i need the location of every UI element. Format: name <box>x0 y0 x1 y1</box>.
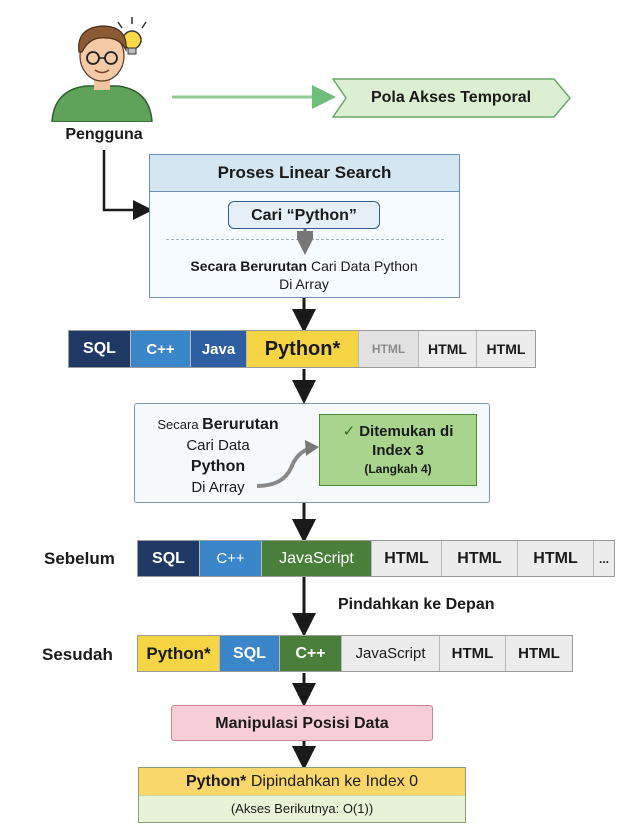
array-cell-ellipsis: ... <box>594 541 614 576</box>
search-description: Secara Berurutan Cari Data Python Di Arr… <box>150 257 458 293</box>
array-cell: SQL <box>220 636 280 671</box>
result-title: Python* Dipindahkan ke Index 0 <box>139 768 465 795</box>
found-result-line1: Ditemukan di <box>359 423 454 440</box>
array-cell: C++ <box>200 541 262 576</box>
curved-arrow-icon <box>256 440 319 488</box>
search-description-bold: Secara Berurutan <box>190 258 308 274</box>
result-panel: Python* Dipindahkan ke Index 0 (Akses Be… <box>138 767 466 823</box>
manipulation-box: Manipulasi Posisi Data <box>171 705 433 741</box>
search-query-box: Cari “Python” <box>228 201 380 229</box>
array-cell: Java <box>191 331 247 367</box>
temporal-pattern-banner: Pola Akses Temporal <box>332 78 572 118</box>
search-description-line2: Di Array <box>279 276 329 292</box>
check-icon: ✓ <box>342 423 356 440</box>
user-to-search-connector <box>102 150 153 220</box>
array-cell: HTML <box>477 331 535 367</box>
user-avatar <box>46 16 158 123</box>
found-desc-line2: Cari Data <box>186 437 250 454</box>
array-cell: HTML <box>372 541 442 576</box>
array-before: SQL C++ JavaScript HTML HTML HTML ... <box>137 540 615 577</box>
after-label: Sesudah <box>42 645 113 664</box>
found-desc-line4: Di Array <box>191 479 245 496</box>
array-cell: HTML <box>442 541 518 576</box>
found-desc-line3: Python <box>190 458 246 475</box>
array-cell: HTML <box>440 636 506 671</box>
temporal-pattern-label: Pola Akses Temporal <box>370 89 532 106</box>
array-cell: SQL <box>69 331 131 367</box>
array-cell: JavaScript <box>342 636 440 671</box>
search-description-rest: Cari Data Python <box>307 258 418 274</box>
array-cell: HTML <box>359 331 419 367</box>
linear-search-title: Proses Linear Search <box>150 155 459 192</box>
array-cell: C++ <box>131 331 191 367</box>
result-title-rest: Dipindahkan ke Index 0 <box>246 773 419 790</box>
array-after: Python* SQL C++ JavaScript HTML HTML <box>137 635 573 672</box>
array-cell: HTML <box>419 331 477 367</box>
array-cell: C++ <box>280 636 342 671</box>
found-panel: Secara Berurutan Cari Data Python Di Arr… <box>134 403 490 503</box>
array-cell: JavaScript <box>262 541 372 576</box>
before-label: Sebelum <box>44 549 115 568</box>
result-subtitle: (Akses Berikutnya: O(1)) <box>139 795 465 822</box>
down-arrow-icon <box>297 229 313 255</box>
move-to-front-label: Pindahkan ke Depan <box>338 596 495 613</box>
array-cell: HTML <box>518 541 594 576</box>
found-description: Secara Berurutan Cari Data Python Di Arr… <box>143 414 293 498</box>
array-cell: SQL <box>138 541 200 576</box>
user-label: Pengguna <box>65 126 143 143</box>
found-result-box: ✓Ditemukan di Index 3 (Langkah 4) <box>319 414 477 486</box>
result-title-bold: Python* <box>185 773 247 790</box>
array-cell-highlight: Python* <box>247 331 359 367</box>
array-cell-highlight: Python* <box>138 636 220 671</box>
found-desc-small: Secara <box>157 417 203 432</box>
found-desc-big: Berurutan <box>202 416 279 433</box>
linear-search-panel: Proses Linear Search Cari “Python” Secar… <box>149 154 460 298</box>
found-result-line2: Index 3 <box>372 442 424 459</box>
array-initial: SQL C++ Java Python* HTML HTML HTML <box>68 330 536 368</box>
array-cell: HTML <box>506 636 572 671</box>
found-result-line3: (Langkah 4) <box>364 462 432 476</box>
